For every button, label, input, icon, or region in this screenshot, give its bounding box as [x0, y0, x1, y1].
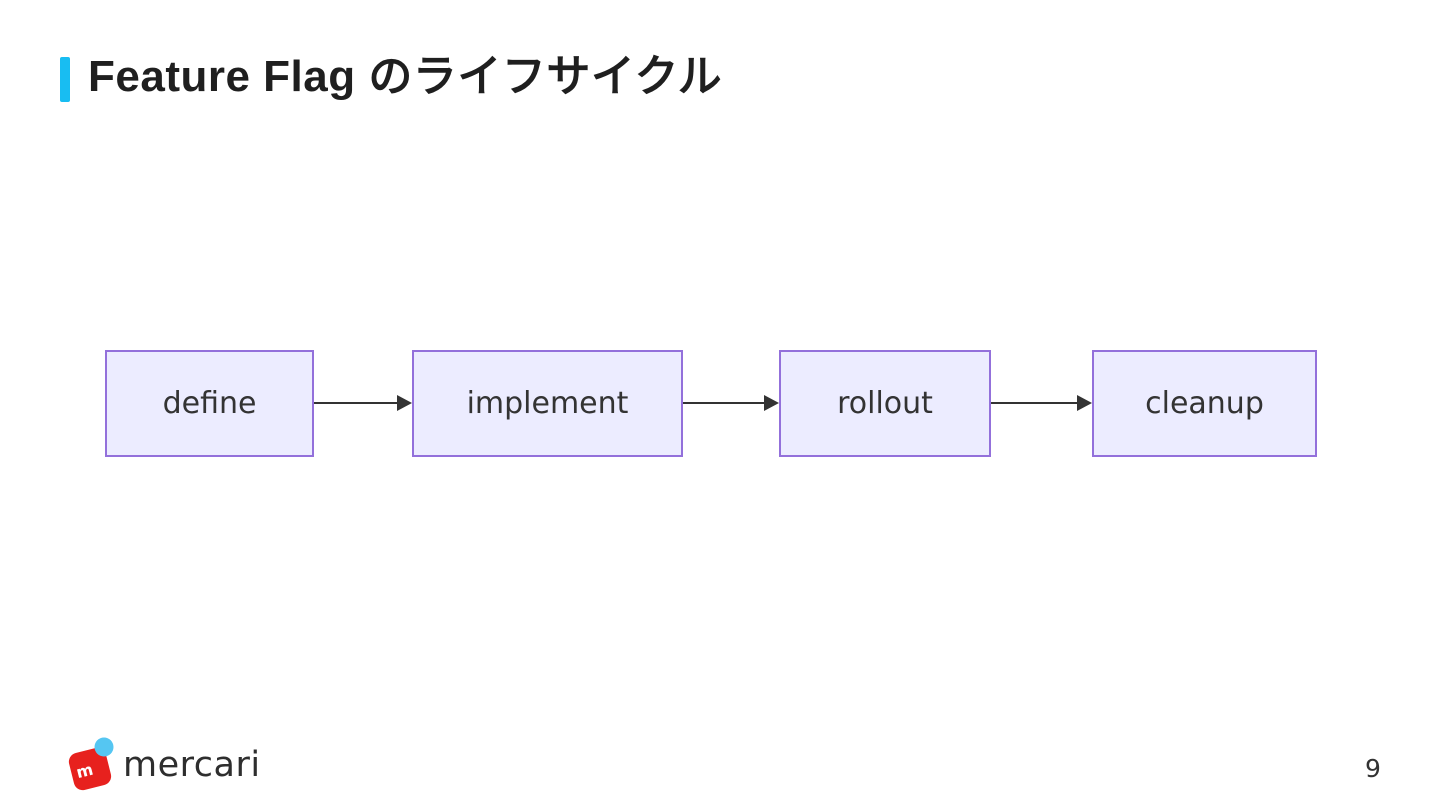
flow-node-rollout: rollout [779, 350, 991, 457]
logo-letter: m [74, 760, 95, 782]
flow-node-implement: implement [412, 350, 683, 457]
arrow-line [314, 402, 400, 404]
flow-node-label: define [162, 386, 257, 421]
arrow-head-icon [1077, 395, 1092, 411]
flow-arrow [683, 395, 779, 412]
logo-red-box [68, 747, 112, 791]
flow-node-label: rollout [837, 386, 933, 421]
page-number: 9 [1365, 754, 1381, 783]
mercari-logo: m mercari [66, 736, 261, 792]
flow-node-label: implement [466, 386, 629, 421]
arrow-head-icon [764, 395, 779, 411]
flow-node-cleanup: cleanup [1092, 350, 1317, 457]
title-accent-bar [60, 57, 70, 102]
arrow-head-icon [397, 395, 412, 411]
logo-blue-dot-icon [94, 737, 114, 757]
arrow-line [991, 402, 1080, 404]
mercari-wordmark: mercari [123, 745, 261, 785]
flow-arrow [991, 395, 1092, 412]
flow-arrow [314, 395, 412, 412]
flow-node-define: define [105, 350, 314, 457]
page-title: Feature Flag のライフサイクル [88, 52, 723, 101]
mercari-logo-mark-icon: m [68, 737, 114, 791]
flow-node-label: cleanup [1145, 386, 1264, 421]
arrow-line [683, 402, 767, 404]
